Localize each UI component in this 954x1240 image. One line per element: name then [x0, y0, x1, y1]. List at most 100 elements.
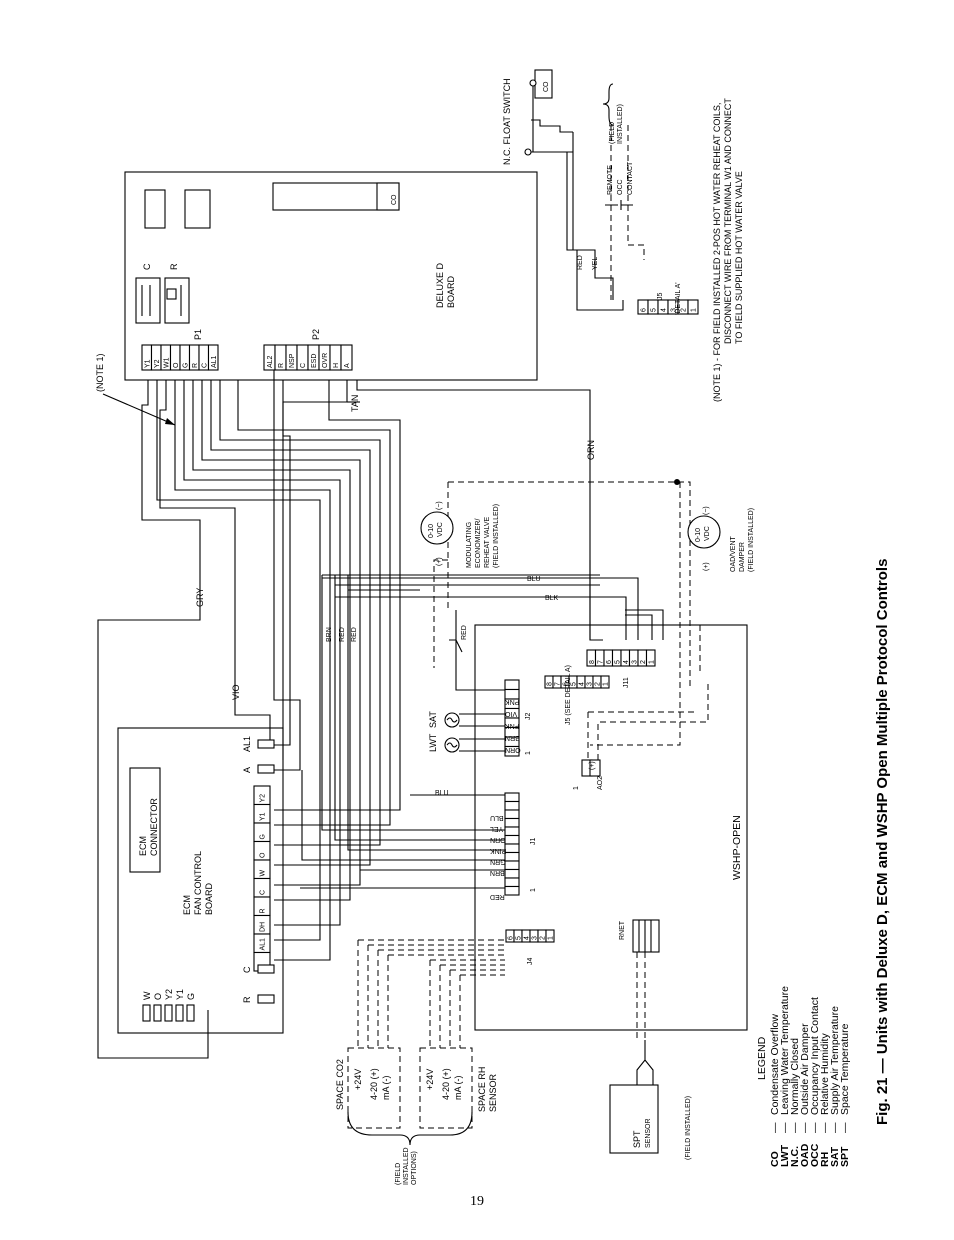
float-co-label: CO: [543, 81, 550, 92]
ecm-terminal-7: DH: [260, 922, 267, 932]
damper-field: (FIELD INSTALLED): [748, 508, 755, 572]
damper-vdc-bot: VDC: [704, 526, 711, 541]
field-installed-1: (FIELD: [609, 122, 616, 144]
legend-desc-lwt: Leaving Water Temperature: [779, 986, 791, 1115]
wire-red-4: RED: [461, 625, 468, 640]
p2-terminal-2: NSP: [289, 353, 296, 368]
wire-blu-2: BLU: [435, 790, 449, 797]
econ-vdc-top: 0-10: [428, 524, 435, 538]
j1-pin: [504, 860, 520, 871]
p2-terminal-6: H: [333, 363, 340, 368]
float-switch-label: N.C. FLOAT SWITCH: [502, 78, 512, 165]
wire-blk: BLK: [545, 595, 559, 602]
wire-vio: VIO: [231, 684, 241, 700]
j5-detail-terminal-3: 3: [671, 308, 678, 312]
ecm-side-terminal: [164, 1004, 173, 1022]
j5-detail-terminal-4: 2: [681, 308, 688, 312]
j5-terminal-5: 3: [587, 682, 594, 686]
j5-label: J5 (SEE DETAIL A): [565, 665, 572, 725]
legend-abbr-lwt: LWT: [779, 1144, 791, 1167]
j2-one: 1: [525, 751, 532, 755]
deluxe-board-label-2: BOARD: [446, 275, 456, 308]
econ-label-3: REHEAT VALVE: [484, 516, 491, 568]
spt-field: (FIELD INSTALLED): [685, 1096, 692, 1160]
j11-terminal-6: 2: [640, 660, 647, 664]
ecm-side-label-2: Y2: [164, 989, 174, 1000]
remote-occ-1: REMOTE: [607, 165, 614, 195]
wire-brn: BRN: [326, 627, 333, 642]
ao2-plus: (+): [589, 761, 596, 770]
co2-label: SPACE CO2: [335, 1059, 345, 1110]
rh-24v: +24V: [425, 1069, 435, 1090]
p1-terminal-0: Y1: [144, 359, 151, 368]
ecm-side-terminal: [153, 1004, 162, 1022]
ao2-label: AO2: [597, 776, 604, 790]
ecm-connector-label-1: ECM: [138, 836, 148, 856]
ecm-side-terminal: [175, 1004, 184, 1022]
ecm-terminal-2: G: [260, 834, 267, 839]
p2-terminal-0: AL2: [267, 355, 274, 368]
ecm-terminal-strip: Y2Y1GOWCRDHAL1A: [253, 785, 271, 972]
rh-ma-bot: mA (-): [453, 1076, 463, 1101]
j1-wire-label-4: GRN: [490, 858, 506, 865]
spt-sub: SENSOR: [645, 1118, 652, 1148]
wire-gry: GRY: [195, 588, 205, 607]
rh-ma-top: 4-20 (+): [441, 1068, 451, 1100]
damper-vdc-top: 0-10: [695, 528, 702, 542]
rh-label-2: SENSOR: [488, 1073, 498, 1112]
j1-pin: [504, 817, 520, 828]
j1-pin: [504, 800, 520, 811]
legend-desc-spt: Space Temperature: [839, 1023, 851, 1115]
j11-label: J11: [623, 677, 630, 688]
j2-label: J2: [525, 713, 532, 721]
j1-wire-label-5: BRN: [490, 869, 505, 876]
j1-pin: [504, 792, 520, 803]
j5-terminal-4: 4: [579, 682, 586, 686]
spt-label: SPT: [632, 1130, 642, 1148]
svg-text:—: —: [839, 1122, 851, 1133]
p1-terminal-6: C: [201, 363, 208, 368]
j11-terminal-4: 4: [623, 660, 630, 664]
svg-text:—: —: [819, 1122, 831, 1133]
wire-orn: ORN: [586, 440, 596, 460]
note-1-leader: [102, 393, 176, 426]
remote-occ-2: OCC: [617, 179, 624, 195]
econ-field: (FIELD INSTALLED): [493, 504, 500, 568]
p1-terminal-7: AL1: [211, 355, 218, 368]
p1-terminal-4: G: [182, 363, 189, 368]
ecm-side-terminal: [142, 1004, 151, 1022]
j2-pin: [504, 679, 520, 691]
legend: LEGEND CO LWT N.C. OAD OCC RH SAT SPT ——…: [756, 986, 851, 1167]
damper-label-2: DAMPER: [739, 542, 746, 572]
j11-terminal-3: 5: [614, 660, 621, 664]
legend-desc-sat: Supply Air Temperature: [829, 1006, 841, 1115]
j2-wire-label-4: ORN: [505, 746, 521, 753]
j1-wire-label-0: BLU: [490, 814, 504, 821]
note-1: (NOTE 1) - FOR FIELD INSTALLED 2-POS HOT…: [712, 98, 744, 402]
j5-cell: [600, 675, 610, 689]
ecm-board-label-2: FAN CONTROL: [193, 851, 203, 915]
ecm-c-label: C: [242, 966, 252, 973]
j5-terminal-7: 1: [603, 682, 610, 686]
j11-terminal-1: 7: [597, 660, 604, 664]
j1-pin: [504, 868, 520, 879]
j4-terminal-1: 5: [516, 936, 523, 940]
deluxe-co-label: CO: [391, 194, 398, 205]
damper-plus: (+): [703, 562, 710, 571]
ecm-board-label-1: ECM: [182, 895, 192, 915]
p1-terminal-3: O: [173, 362, 180, 368]
j5-terminal-2: 6: [563, 682, 570, 686]
p1-label: P1: [193, 329, 203, 340]
sensors: SPACE CO2 +24V 4-20 (+) mA (-) +24V 4-20…: [335, 939, 692, 1185]
ecm-terminal-6: R: [260, 908, 267, 913]
j1-one: 1: [530, 888, 537, 892]
j2-pin: [504, 688, 520, 700]
